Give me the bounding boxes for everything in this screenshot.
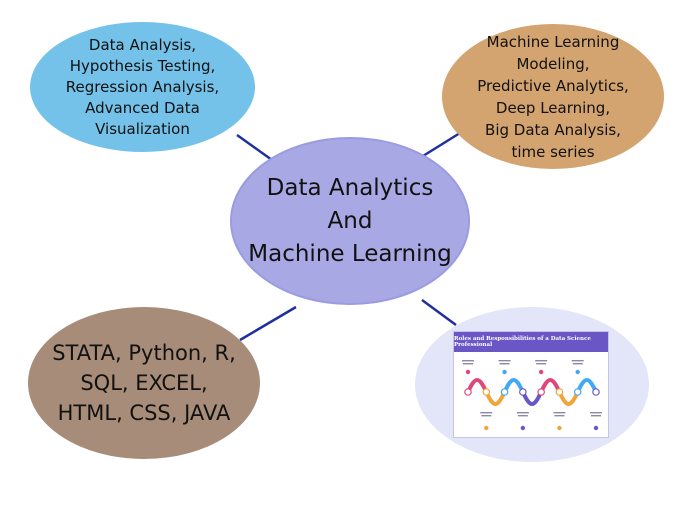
step-icon — [464, 388, 472, 396]
wave-segment — [466, 378, 489, 394]
node-text-line: Hypothesis Testing, — [69, 56, 216, 75]
wave-segment — [520, 390, 544, 406]
connector-top-right — [422, 131, 461, 158]
step-caption — [571, 360, 584, 362]
node-tools: STATA, Python, R, SQL, EXCEL, HTML, CSS,… — [28, 307, 260, 459]
connector-bottom-right — [421, 298, 457, 327]
step-caption — [499, 363, 510, 365]
connector-bottom-left — [239, 305, 297, 342]
node-text-line: Machine Learning — [486, 32, 620, 51]
step-caption — [535, 360, 548, 362]
step-icon — [482, 388, 491, 396]
step-caption — [554, 415, 565, 417]
node-text-line: Big Data Analysis, — [485, 120, 621, 139]
step-caption — [462, 360, 474, 362]
step-caption — [498, 360, 511, 362]
wave-segment — [502, 378, 525, 394]
center-title-line: And — [327, 207, 373, 234]
node-text-line: Data Analysis, — [88, 35, 197, 54]
node-text-line: time series — [511, 142, 595, 161]
step-caption — [553, 412, 566, 414]
step-caption — [517, 415, 528, 417]
step-icon — [537, 388, 545, 396]
step-caption — [572, 363, 583, 365]
node-text-line: Predictive Analytics, — [477, 76, 629, 95]
wave-segment — [575, 378, 598, 394]
node-text-line: SQL, EXCEL, — [80, 371, 208, 395]
step-icon — [500, 388, 509, 396]
node-machine-learning: Machine Learning Modeling, Predictive An… — [442, 24, 664, 169]
step-caption — [481, 415, 492, 417]
step-number-dot — [520, 425, 526, 431]
step-icon — [555, 388, 564, 396]
step-caption — [591, 415, 601, 417]
step-number-dot — [502, 369, 507, 375]
node-text-line: Advanced Data — [85, 98, 200, 117]
node-text-line: Visualization — [95, 119, 190, 138]
roles-infographic-image: Roles and Responsibilities of a Data Sci… — [453, 331, 609, 438]
step-caption — [516, 412, 529, 414]
infographic-title: Roles and Responsibilities of a Data Sci… — [454, 332, 608, 352]
step-number-dot — [575, 369, 580, 375]
step-caption — [590, 412, 602, 414]
wave-segment — [484, 390, 507, 406]
center-title-line: Machine Learning — [248, 240, 452, 267]
node-text-line: Regression Analysis, — [65, 77, 220, 96]
node-center-topic: Data Analytics And Machine Learning — [230, 137, 470, 305]
step-number-dot — [465, 369, 471, 375]
connector-top-left — [236, 133, 273, 162]
node-text-line: STATA, Python, R, — [52, 341, 236, 365]
node-text-line: Deep Learning, — [495, 98, 611, 117]
step-number-dot — [557, 425, 562, 431]
step-icon — [573, 388, 582, 396]
node-data-analysis: Data Analysis, Hypothesis Testing, Regre… — [30, 22, 255, 152]
step-caption — [480, 412, 493, 414]
step-caption — [463, 363, 473, 365]
step-caption — [536, 363, 547, 365]
step-number-dot — [538, 369, 544, 375]
center-title-line: Data Analytics — [266, 174, 434, 201]
infographic-wave — [462, 360, 602, 431]
step-number-dot — [484, 425, 489, 431]
node-text-line: Modeling, — [516, 54, 590, 73]
step-icon — [519, 388, 527, 396]
step-number-dot — [593, 425, 599, 431]
wave-segment — [557, 390, 580, 406]
step-icon — [592, 388, 600, 396]
node-text-line: HTML, CSS, JAVA — [57, 401, 231, 425]
wave-segment — [539, 378, 562, 394]
